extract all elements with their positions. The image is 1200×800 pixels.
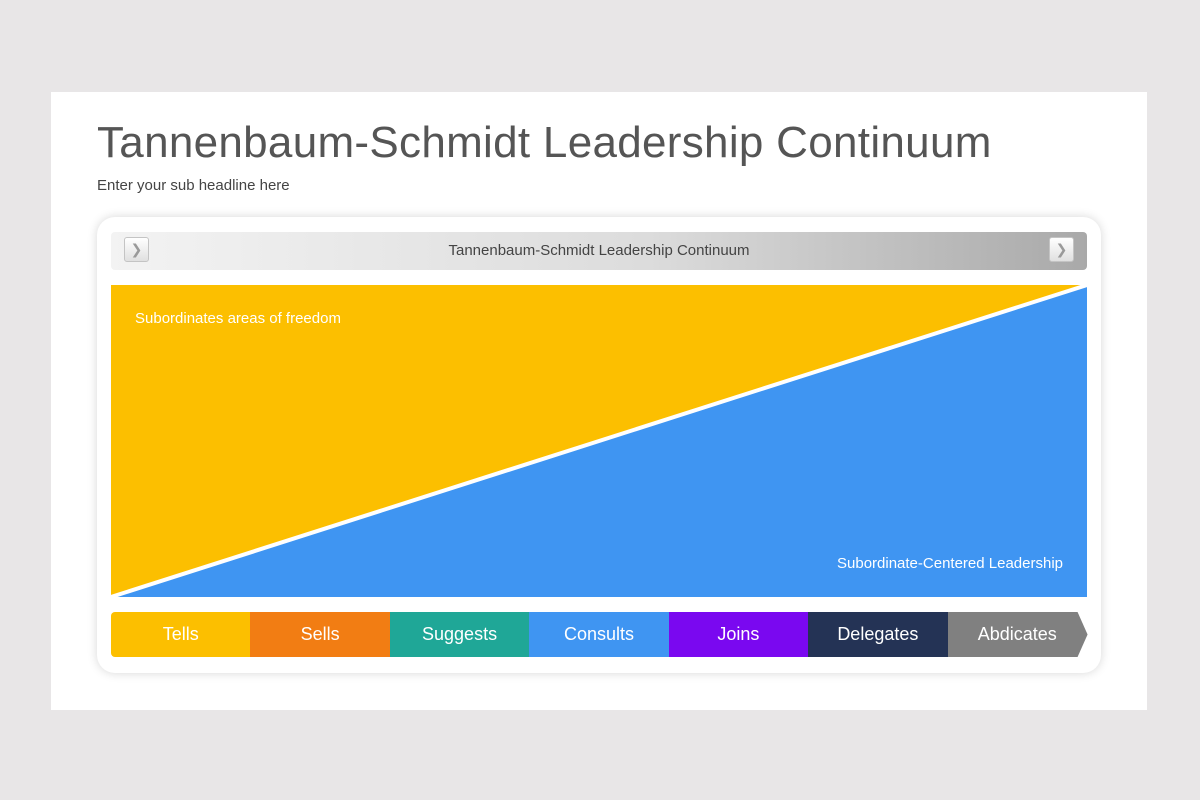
style-joins[interactable]: Joins bbox=[668, 612, 809, 657]
slide: Tannenbaum-Schmidt Leadership Continuum … bbox=[51, 92, 1147, 710]
style-tells[interactable]: Tells bbox=[111, 612, 251, 657]
area-top-label: Subordinates areas of freedom bbox=[135, 310, 341, 327]
diagonal-divider bbox=[111, 285, 1087, 597]
style-consults[interactable]: Consults bbox=[529, 612, 669, 657]
prev-button[interactable]: ❯ bbox=[124, 237, 149, 262]
page-title: Tannenbaum-Schmidt Leadership Continuum bbox=[97, 118, 992, 167]
continuum-header-bar: ❯ Tannenbaum-Schmidt Leadership Continuu… bbox=[111, 232, 1087, 270]
chevron-right-icon: ❯ bbox=[1055, 241, 1068, 257]
continuum-header-title: Tannenbaum-Schmidt Leadership Continuum bbox=[448, 242, 750, 259]
style-suggests[interactable]: Suggests bbox=[389, 612, 530, 657]
continuum-panel: ❯ Tannenbaum-Schmidt Leadership Continuu… bbox=[97, 217, 1101, 673]
style-delegates[interactable]: Delegates bbox=[808, 612, 948, 657]
next-button[interactable]: ❯ bbox=[1049, 237, 1074, 262]
style-sells[interactable]: Sells bbox=[250, 612, 390, 657]
continuum-triangles bbox=[111, 285, 1087, 597]
area-bottom-label: Subordinate-Centered Leadership bbox=[837, 555, 1063, 572]
continuum-area: Subordinates areas of freedom Subordinat… bbox=[111, 285, 1087, 597]
page-subtitle: Enter your sub headline here bbox=[97, 177, 290, 194]
chevron-right-icon: ❯ bbox=[130, 241, 143, 257]
style-abdicates[interactable]: Abdicates bbox=[947, 612, 1088, 657]
